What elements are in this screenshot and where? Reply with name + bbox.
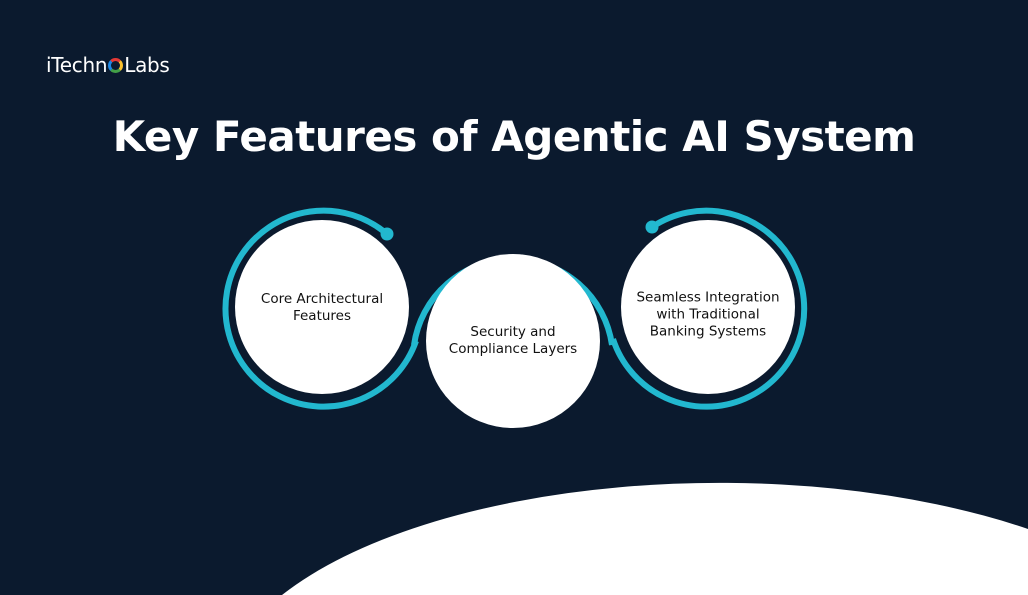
logo-text-left: iTechn	[46, 53, 108, 77]
bottom-hill	[282, 482, 1028, 595]
ring-dot-1	[380, 227, 394, 241]
ring-3	[610, 207, 808, 410]
feature-circle-2	[426, 254, 600, 428]
feature-label-3: Seamless Integration with Traditional Ba…	[636, 289, 780, 340]
feature-circle-3	[621, 220, 795, 394]
logo-ring-icon	[108, 57, 124, 73]
brand-logo: iTechn Labs	[46, 53, 170, 77]
feature-label-1: Core Architectural Features	[260, 291, 384, 324]
feature-label-2: Security and Compliance Layers	[448, 324, 578, 357]
logo-text-right: Labs	[124, 53, 170, 77]
feature-circle-1	[235, 220, 409, 394]
page-title: Key Features of Agentic AI System	[112, 112, 916, 161]
ring-1	[222, 207, 419, 410]
ring-dot-2	[645, 220, 659, 234]
